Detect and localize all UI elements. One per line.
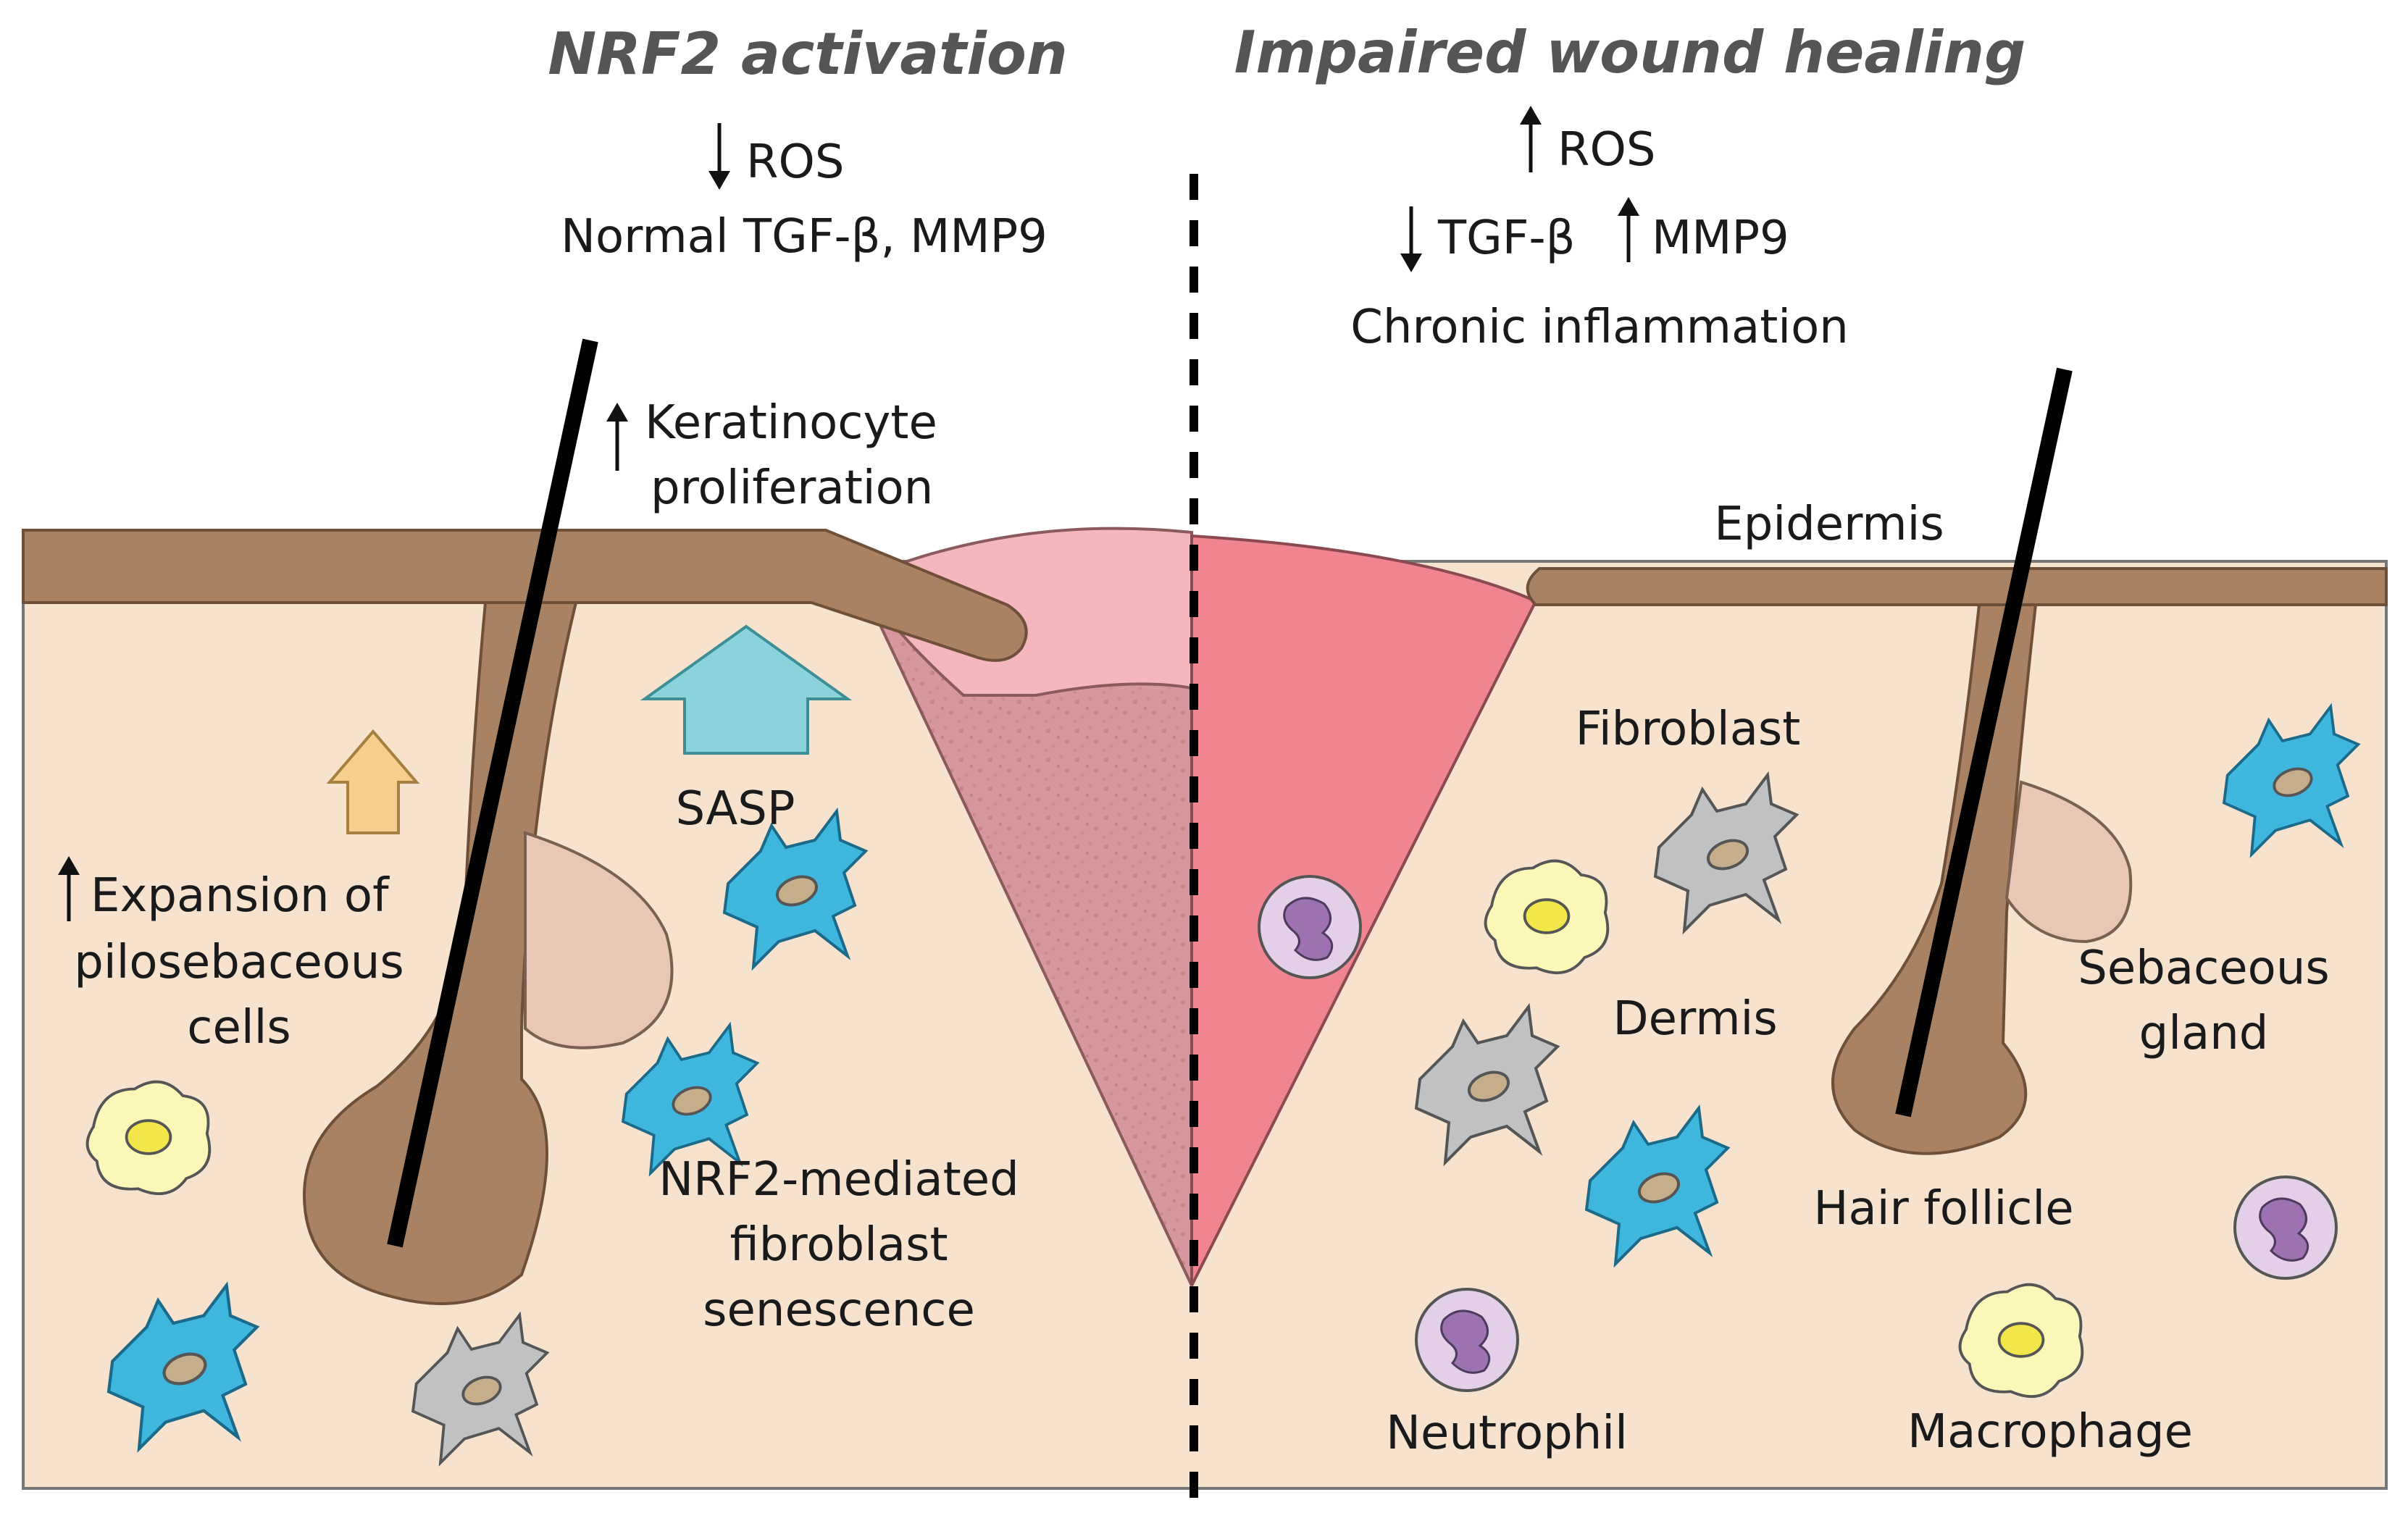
right-title: Impaired wound healing bbox=[1234, 19, 2026, 86]
neutrophil bbox=[1258, 875, 1362, 979]
dermis-label: Dermis bbox=[1613, 992, 1777, 1046]
senescence-label-2: fibroblast bbox=[729, 1218, 948, 1272]
neutrophil-label: Neutrophil bbox=[1386, 1407, 1628, 1460]
sebaceous-label-2: gland bbox=[2139, 1007, 2269, 1060]
epidermis-label: Epidermis bbox=[1714, 498, 1944, 551]
expansion-label-2: pilosebaceous bbox=[74, 936, 404, 989]
hair-shaft-right bbox=[1895, 367, 2073, 1118]
inflammation-label: Chronic inflammation bbox=[1350, 301, 1849, 354]
hair-shaft-left bbox=[387, 338, 598, 1248]
macrophage-label: Macrophage bbox=[1907, 1405, 2193, 1459]
down-arrow-icon bbox=[1400, 206, 1422, 272]
scab bbox=[856, 527, 1193, 697]
senescence-label-3: senescence bbox=[703, 1283, 975, 1337]
sasp-arrow bbox=[640, 624, 853, 755]
epidermis-right bbox=[1526, 567, 2388, 606]
sebaceous-gland-left bbox=[524, 831, 674, 1049]
macrophage bbox=[85, 1080, 212, 1196]
sebaceous-label-1: Sebaceous bbox=[2078, 942, 2329, 995]
sebaceous-gland-right bbox=[2004, 780, 2133, 944]
neutrophil bbox=[1415, 1288, 1519, 1392]
macrophage bbox=[1958, 1283, 2084, 1399]
expansion-label-1: Expansion of bbox=[91, 869, 390, 923]
senescence-label-1: NRF2-mediated bbox=[659, 1153, 1019, 1207]
macrophage bbox=[1484, 859, 1610, 975]
right-ros: ROS bbox=[1558, 123, 1655, 177]
sasp-label: SASP bbox=[676, 782, 795, 836]
up-arrow-icon bbox=[606, 403, 628, 471]
hair-follicle-label: Hair follicle bbox=[1813, 1182, 2073, 1236]
epidermis-left bbox=[22, 529, 1028, 662]
expansion-label-3: cells bbox=[187, 1001, 290, 1055]
keratinocyte-label-2: proliferation bbox=[651, 461, 933, 515]
neutrophil bbox=[2233, 1175, 2338, 1280]
up-arrow-icon bbox=[1618, 197, 1639, 262]
left-ros: ROS bbox=[746, 135, 844, 189]
up-arrow-icon bbox=[1520, 106, 1542, 172]
right-tgf: TGF-β bbox=[1437, 211, 1575, 265]
left-title: NRF2 activation bbox=[548, 20, 1068, 88]
hair-follicle-right bbox=[1831, 367, 2133, 1155]
fibroblast-label: Fibroblast bbox=[1576, 703, 1801, 756]
up-arrow-icon bbox=[58, 856, 80, 921]
hair-follicle-left bbox=[302, 338, 674, 1305]
left-tgf-mmp: Normal TGF-β, MMP9 bbox=[561, 210, 1048, 264]
expansion-arrow bbox=[326, 729, 420, 834]
down-arrow-icon bbox=[708, 123, 730, 190]
wound-right-half bbox=[1190, 534, 1538, 1286]
keratinocyte-label-1: Keratinocyte bbox=[645, 396, 937, 450]
right-mmp9: MMP9 bbox=[1652, 211, 1789, 265]
